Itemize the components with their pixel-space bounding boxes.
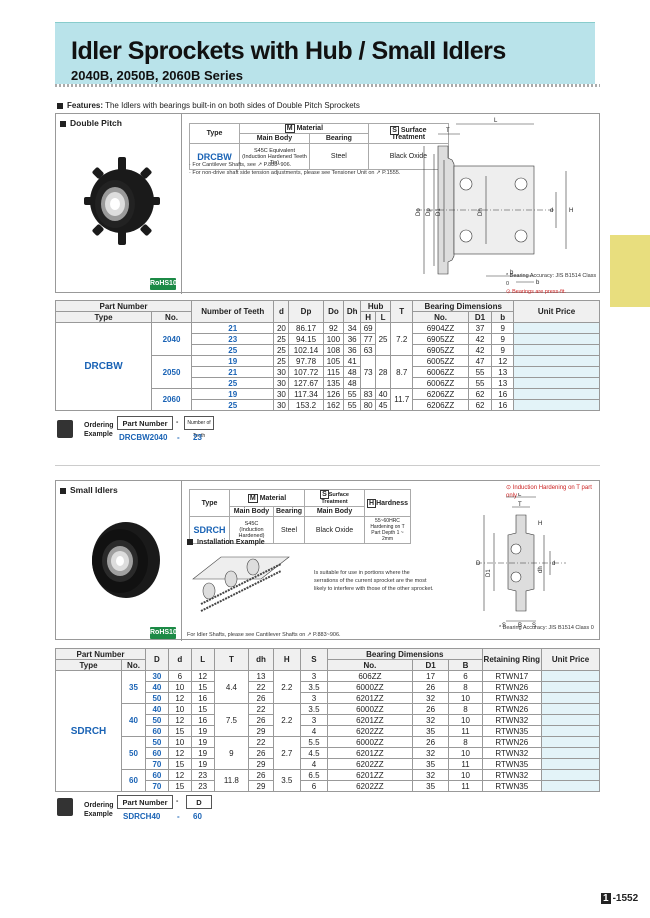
section-title: Double Pitch [60, 118, 122, 128]
svg-text:H: H [569, 208, 573, 214]
induction-note: ⊙ Induction Hardening on T part only [506, 485, 592, 499]
ordering-pn-box: Part Number [117, 416, 173, 430]
ordering-example-value-2: 60 [193, 812, 202, 821]
svg-text:D: D [476, 561, 481, 567]
page-title: Idler Sprockets with Hub / Small Idlers [71, 37, 506, 65]
panel1-diagram-notes: * Bearing Accuracy: JIS B1514 Class 0 ⊙ … [506, 273, 597, 295]
rohs-badge: RoHS10 [150, 278, 177, 290]
material-header: M Material [239, 123, 369, 134]
svg-text:d: d [550, 208, 553, 214]
installation-illustration [192, 556, 290, 612]
ordering-teeth-box: Number of Teeth [184, 416, 214, 439]
page-header: Idler Sprockets with Hub / Small Idlers … [55, 22, 595, 84]
ordering-example-pn-2: SDRCH40 [123, 812, 161, 821]
installation-title: Installation Example [197, 539, 265, 546]
ordering-example-pn: DRCBW2040 [119, 433, 168, 442]
features-line: Features: The Idlers with bearings built… [57, 101, 360, 110]
section-divider [55, 465, 600, 466]
panel1-notes: · For Cantilever Shafts, see ↗ P.883~906… [189, 162, 401, 176]
ordering-example-value: 23 [193, 433, 202, 442]
sprocket-drawing: L T Do Dp D1 Dh d H b b [416, 118, 573, 286]
section-tab [610, 235, 650, 307]
idler-photo [84, 519, 162, 601]
svg-text:H: H [538, 521, 542, 527]
page-subtitle: 2040B, 2050B, 2060B Series [71, 68, 244, 83]
header-divider [55, 84, 600, 87]
svg-text:D1: D1 [436, 208, 442, 216]
svg-text:Dp: Dp [426, 208, 432, 216]
ordering-icon [57, 798, 73, 816]
ordering-d-box: D [186, 795, 212, 809]
svg-text:dh: dh [538, 566, 544, 573]
idler-drawing: L T H D D1 dh d S B S [476, 493, 566, 629]
idler-diagram-note: * Bearing Accuracy: JIS B1514 Class 0 [499, 625, 594, 631]
svg-text:B: B [518, 623, 522, 629]
svg-text:Do: Do [416, 208, 422, 216]
svg-text:L: L [494, 118, 498, 124]
sdrch-spec-table: Part Number D d L T dh H S Bearing Dimen… [55, 648, 600, 792]
section-title: Small Idlers [60, 485, 118, 495]
page-number: 1-1552 [601, 893, 639, 904]
installation-text: Is suitable for use in portions where th… [314, 570, 434, 592]
svg-text:D1: D1 [486, 569, 492, 577]
svg-text:d: d [552, 561, 555, 567]
svg-text:S: S [502, 623, 506, 629]
sprocket-photo [81, 149, 163, 254]
idler-shaft-note: For Idler Shafts, please see Cantilever … [187, 632, 341, 638]
svg-text:T: T [446, 128, 450, 134]
svg-text:b: b [510, 270, 514, 276]
drcbw-spec-table: Part Number Number of Teeth d Dp Do Dh H… [55, 300, 600, 411]
ordering-icon [57, 420, 73, 438]
svg-text:T: T [518, 502, 522, 508]
double-pitch-panel: Double Pitch RoHS10 Type M Material [55, 113, 600, 295]
ordering-pn-box-2: Part Number [117, 795, 173, 809]
svg-text:S: S [532, 623, 536, 629]
svg-text:Dh: Dh [478, 208, 484, 216]
rohs-badge: RoHS10 [150, 627, 177, 639]
svg-text:L: L [518, 493, 522, 498]
svg-text:b: b [536, 280, 540, 286]
